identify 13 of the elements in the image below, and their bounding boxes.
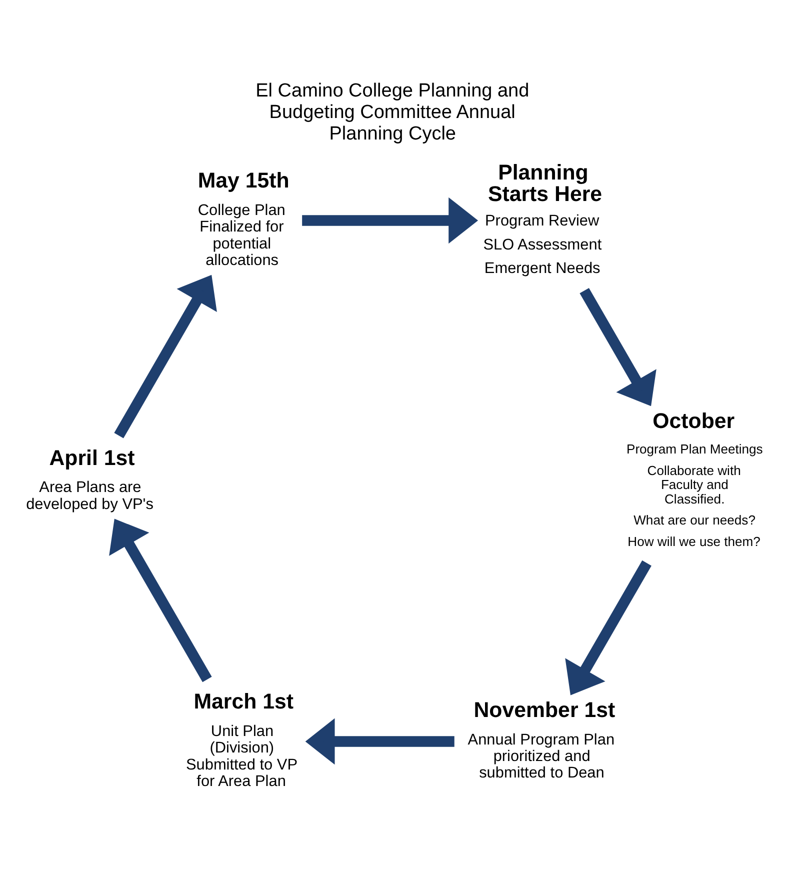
diagram-title: El Camino College Planning and Budgeting Committee Annual Planning Cycle — [256, 80, 530, 144]
node-text: Planning Starts Here Program Review SLO Assessment Emergent Needs — [483, 160, 602, 277]
arrow — [302, 196, 478, 244]
node-text: November 1st Annual Program Plan prioritized and submitted to Dean — [468, 698, 616, 782]
arrow — [565, 560, 652, 695]
arrow — [109, 518, 212, 682]
node-text: October Program Plan Meetings Collaborate with Faculty and Classified. What are our needs? How will we use them? — [626, 408, 763, 549]
arrow — [114, 274, 217, 438]
node-text: April 1st Area Plans are developed by VP's — [26, 445, 154, 512]
node-text: March 1st Unit Plan (Division) Submitted to VP for Area Plan — [186, 689, 298, 790]
arrow — [580, 287, 656, 406]
node-text: May 15th College Plan Finalized for potential allocations — [198, 168, 290, 268]
arrow — [305, 718, 454, 764]
